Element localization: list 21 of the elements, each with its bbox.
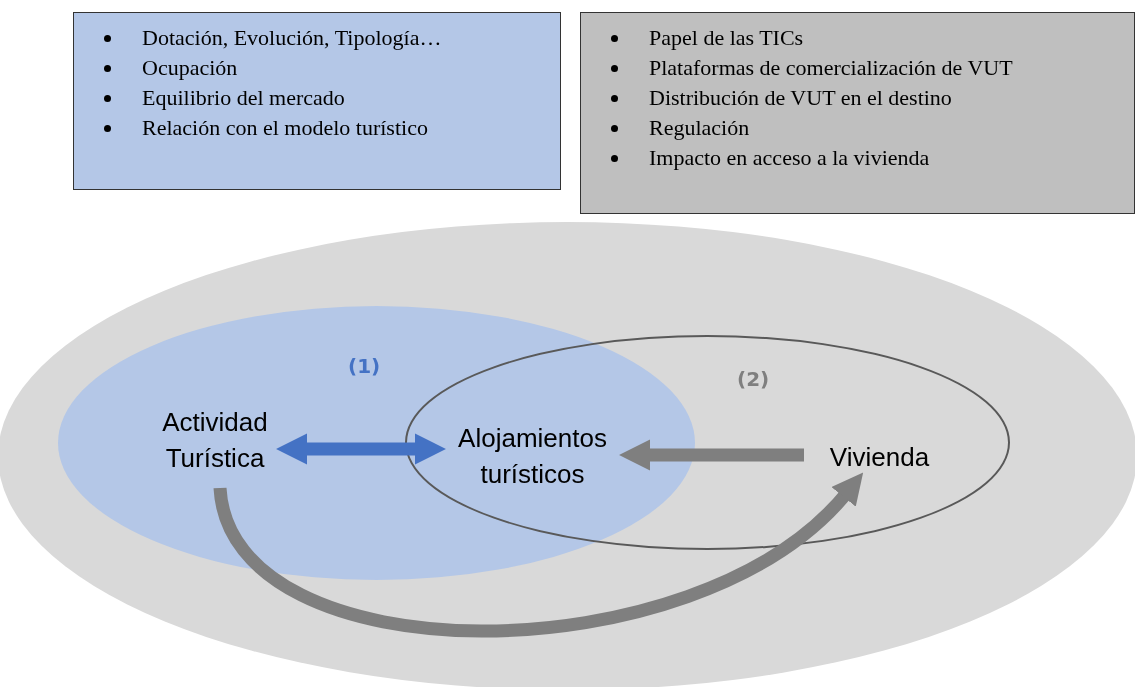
group-number: (1) bbox=[348, 354, 381, 378]
text-box bbox=[580, 12, 1135, 214]
bullet-item: Plataformas de comercialización de VUT bbox=[649, 54, 1013, 82]
bullet-item: Ocupación bbox=[142, 54, 238, 82]
node-label: Vivienda bbox=[812, 438, 947, 476]
text-box bbox=[73, 12, 561, 190]
bullet-item: Equilibrio del mercado bbox=[142, 84, 345, 112]
arrow bbox=[213, 474, 866, 638]
bullet-item: Distribución de VUT en el destino bbox=[649, 84, 952, 112]
ellipse-area bbox=[405, 335, 1010, 550]
node-label: Actividad Turística bbox=[135, 392, 295, 488]
arrow bbox=[619, 439, 804, 471]
bullet-item: Dotación, Evolución, Tipología… bbox=[142, 24, 442, 52]
bullet-item: Regulación bbox=[649, 114, 750, 142]
node-label: Alojamientos turísticos bbox=[425, 410, 640, 502]
group-number: (2) bbox=[737, 367, 770, 391]
bullet-item: Relación con el modelo turístico bbox=[142, 114, 428, 142]
arrow bbox=[276, 433, 446, 465]
ellipse-area bbox=[0, 222, 1135, 687]
bullet-item: Papel de las TICs bbox=[649, 24, 804, 52]
bullet-item: Impacto en acceso a la vivienda bbox=[649, 144, 930, 172]
